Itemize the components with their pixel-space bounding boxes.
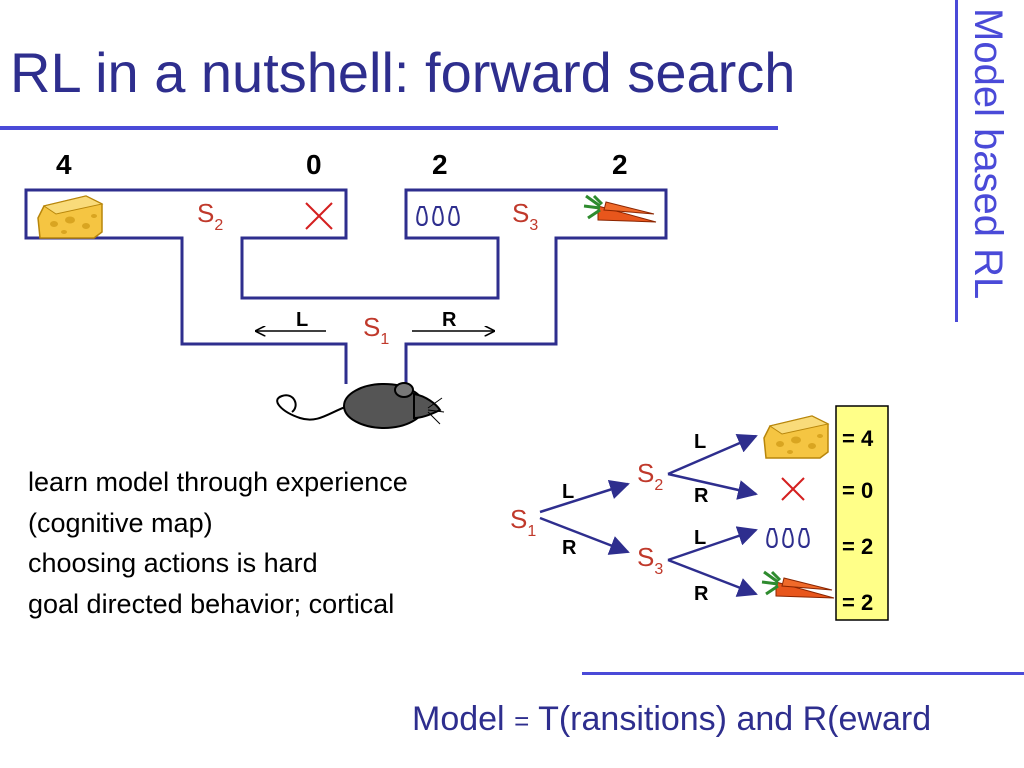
tree-label-r1: R: [562, 537, 577, 559]
title-underline: [0, 126, 778, 130]
maze-left-outer-wall: [24, 188, 668, 384]
footer-formula: Model = T(ransitions) and R(eward: [412, 700, 931, 739]
edge-s1-s2: [539, 479, 630, 514]
tree-label-r2: R: [694, 485, 709, 507]
tree-root-s1: S1: [510, 504, 536, 540]
maze-left-label: L: [296, 309, 308, 331]
tree-node-s3: S3: [637, 542, 663, 578]
edge-s2-cheese: [667, 433, 758, 476]
notes: learn model through experience (cognitiv…: [28, 462, 408, 624]
reward-carrot: 2: [612, 149, 628, 180]
tree-water-drops-icon: [766, 528, 810, 548]
edge-s2-cross: [667, 472, 758, 500]
tree-cross-icon: [781, 477, 805, 501]
footer-model: Model: [412, 700, 515, 738]
reward-cheese: 4: [56, 149, 72, 180]
value-cross: = 0: [842, 478, 873, 503]
maze-state-s3: S3: [512, 198, 538, 234]
side-title: Model based RL: [966, 8, 1010, 300]
maze: [24, 188, 668, 384]
side-rule: [955, 0, 958, 322]
decision-tree: [539, 433, 758, 597]
edge-s3-carrot: [667, 558, 758, 597]
value-water: = 2: [842, 534, 873, 559]
page-title: RL in a nutshell: forward search: [10, 41, 796, 104]
tree-carrot-icon: [760, 570, 836, 600]
maze-state-s1: S1: [363, 312, 389, 348]
tree-node-s2: S2: [637, 458, 663, 494]
note-line: goal directed behavior; cortical: [28, 588, 395, 619]
tree-label-r3: R: [694, 583, 709, 605]
value-box: [835, 405, 889, 621]
edge-s3-water: [667, 526, 758, 562]
footer-equals: =: [514, 706, 530, 736]
cross-icon: [305, 202, 333, 230]
maze-state-s2: S2: [197, 198, 223, 234]
cheese-icon: [37, 195, 103, 239]
mouse-icon: [276, 382, 445, 429]
reward-empty: 0: [306, 149, 322, 180]
tree-label-l3: L: [694, 527, 706, 549]
reward-water: 2: [432, 149, 448, 180]
note-line: (cognitive map): [28, 507, 213, 538]
note-line: learn model through experience: [28, 467, 408, 497]
footer-definition: T(ransitions) and R(eward: [529, 700, 932, 738]
edge-s1-s3: [539, 516, 630, 555]
note-line: choosing actions is hard: [28, 548, 318, 578]
tree-label-l2: L: [694, 431, 706, 453]
bottom-rule: [582, 672, 1024, 675]
value-carrot: = 2: [842, 590, 873, 615]
maze-right-label: R: [442, 309, 457, 331]
tree-cheese-icon: [763, 415, 829, 459]
tree-label-l1: L: [562, 481, 574, 503]
value-cheese: = 4: [842, 426, 874, 451]
carrot-icon: [582, 194, 658, 224]
water-drops-icon: [416, 206, 460, 226]
